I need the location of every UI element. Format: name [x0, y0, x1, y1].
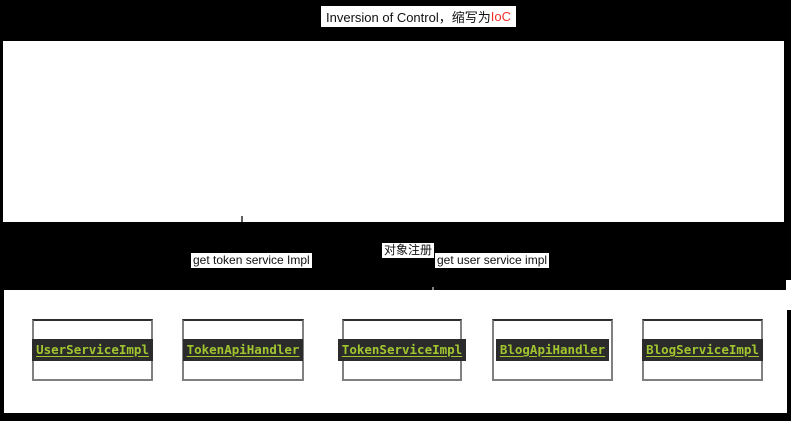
- right-edge-white-artifact: [786, 280, 791, 310]
- class-chip: BlogServiceImpl: [642, 339, 763, 361]
- class-box-userserviceimpl: UserServiceImpl: [32, 319, 153, 381]
- class-chip: TokenApiHandler: [182, 339, 304, 361]
- class-box-tokenapihandler: TokenApiHandler: [182, 319, 304, 381]
- class-chip: BlogApiHandler: [495, 339, 610, 361]
- title-highlight-ioc: IoC: [490, 9, 511, 24]
- class-box-blogserviceimpl: BlogServiceImpl: [642, 319, 763, 381]
- label-get-token-service: get token service Impl: [191, 253, 312, 268]
- ioc-container-canvas: [3, 41, 784, 222]
- class-chip: UserServiceImpl: [32, 339, 153, 361]
- connector-token-tick: [241, 216, 243, 222]
- label-get-user-service: get user service impl: [435, 253, 550, 268]
- class-box-tokenserviceimpl: TokenServiceImpl: [337, 319, 467, 381]
- class-chip: TokenServiceImpl: [337, 339, 467, 361]
- class-box-blogapihandler: BlogApiHandler: [492, 319, 613, 381]
- label-object-register: 对象注册: [382, 243, 435, 258]
- title-text: Inversion of Control，缩写为: [326, 10, 491, 25]
